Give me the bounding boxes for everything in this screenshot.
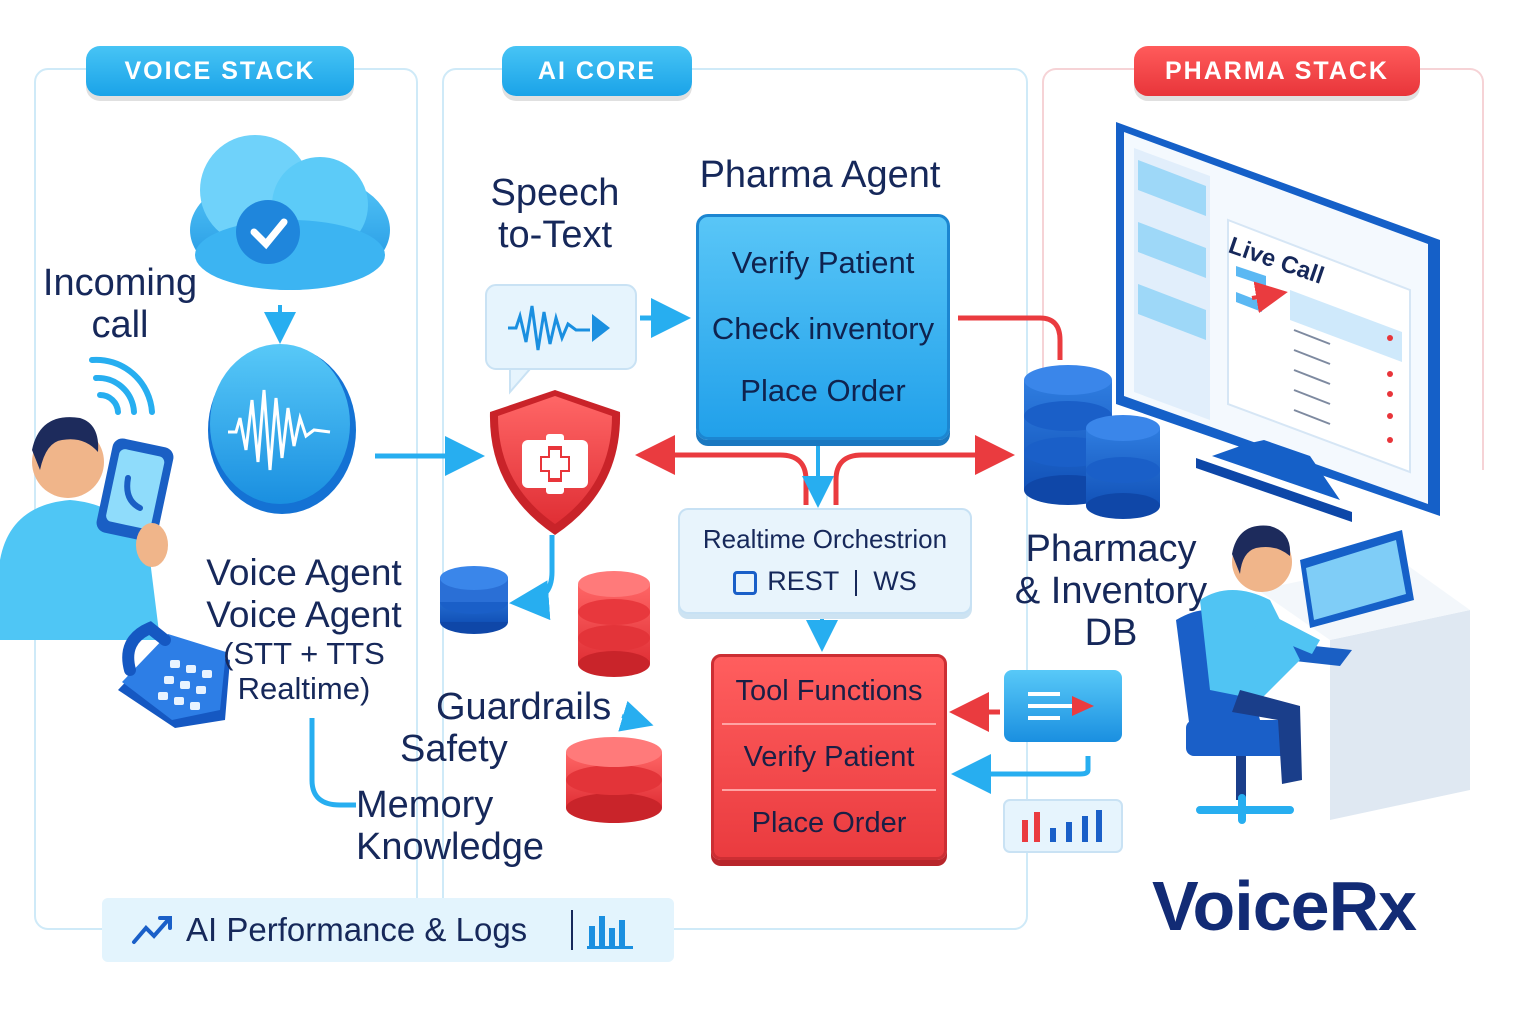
voice-stack-pill: VOICE STACK <box>86 46 354 96</box>
tool-functions-item: Tool Functions <box>735 675 923 707</box>
pharmacy-db-label: Pharmacy & Inventory DB <box>1014 528 1208 654</box>
caller-person-icon <box>0 417 174 640</box>
memory-knowledge-label: Memory Knowledge <box>356 784 545 868</box>
pharma-agent-item: Place Order <box>740 373 906 408</box>
pharma-agent-title: Pharma Agent <box>699 154 941 196</box>
pharma-stack-pill: PHARMA STACK <box>1134 46 1420 96</box>
perf-divider <box>571 910 574 950</box>
ai-core-pill: AI CORE <box>502 46 692 96</box>
pharma-agent-box: Verify Patient Check inventory Place Ord… <box>696 214 950 440</box>
pharma-agent-item: Verify Patient <box>731 245 915 280</box>
ai-core-panel <box>442 68 1028 930</box>
tool-functions-item: Place Order <box>751 807 907 839</box>
brand-logo: VoiceRx <box>1152 867 1417 945</box>
voice-agent-label: Voice Agent Voice Agent (STT + TTS Realt… <box>206 552 402 706</box>
guardrails-label: Guardrails Safety <box>400 686 612 770</box>
tool-divider <box>722 723 936 725</box>
tool-divider <box>722 789 936 791</box>
orchestration-protocols: REST WS <box>680 566 970 597</box>
pharmacy-db-icon <box>1024 365 1160 519</box>
rest-icon <box>733 570 758 595</box>
bar-chart-widget-icon <box>1003 799 1123 853</box>
rest-label: REST <box>767 566 840 596</box>
tool-functions-box: Tool Functions Verify Patient Place Orde… <box>711 654 947 860</box>
shield-medical-icon <box>489 390 621 535</box>
speech-to-text-label: Speech to-Text <box>490 172 620 256</box>
realtime-orchestration-box: Realtime Orchestrion REST WS <box>678 508 972 614</box>
database-red-icon <box>566 737 662 823</box>
trend-up-icon <box>132 916 172 944</box>
cloud-check-icon <box>190 135 390 290</box>
pharma-agent-item: Check inventory <box>711 311 935 346</box>
ws-label: WS <box>873 566 917 596</box>
database-blue-small-icon <box>440 566 508 634</box>
incoming-call-label: Incoming call <box>42 262 198 346</box>
transfer-widget-icon <box>1004 670 1122 742</box>
monitor-icon <box>1116 122 1440 522</box>
protocol-divider <box>855 569 858 596</box>
desk-phone-icon <box>118 621 230 728</box>
speech-bubble-icon <box>485 284 637 395</box>
orchestration-title: Realtime Orchestrion <box>702 524 948 554</box>
signal-icon <box>89 356 155 415</box>
ai-performance-bar: AI Performance & Logs <box>102 898 674 962</box>
operator-person-icon <box>1176 525 1470 824</box>
ai-performance-label: AI Performance & Logs <box>186 911 528 948</box>
database-red-tall-icon <box>578 571 650 677</box>
tool-functions-item: Verify Patient <box>743 741 915 773</box>
voice-wave-icon <box>208 344 356 514</box>
bar-chart-icon <box>587 916 634 949</box>
